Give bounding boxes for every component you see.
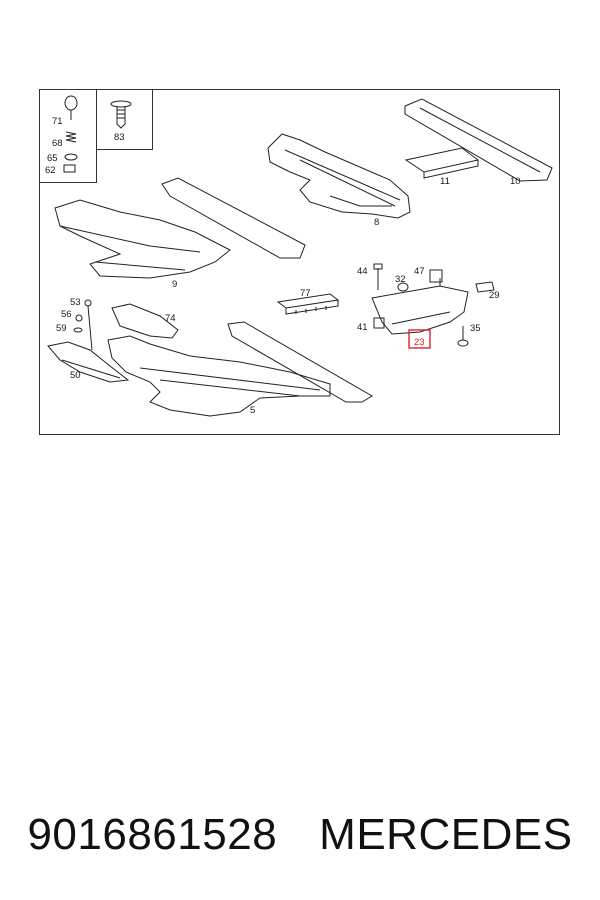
callout-44: 44 bbox=[357, 266, 368, 277]
part-number: 9016861528 bbox=[27, 810, 278, 859]
callout-5: 5 bbox=[250, 405, 255, 416]
part-59-washer bbox=[73, 327, 83, 333]
callout-8: 8 bbox=[374, 217, 379, 228]
callout-11: 11 bbox=[440, 176, 450, 187]
part-56-nut bbox=[75, 314, 83, 322]
callout-74: 74 bbox=[165, 313, 176, 324]
part-32-nut bbox=[397, 282, 409, 292]
callout-65: 65 bbox=[47, 153, 58, 164]
part-23-step-assembly bbox=[371, 278, 469, 335]
callout-68: 68 bbox=[52, 138, 63, 149]
callout-71: 71 bbox=[52, 116, 63, 127]
callout-47: 47 bbox=[414, 266, 425, 277]
part-44-bolt bbox=[373, 263, 383, 290]
part-50-bracket bbox=[47, 341, 130, 383]
callout-35: 35 bbox=[470, 323, 481, 334]
part-11-panel bbox=[404, 147, 480, 179]
callout-77: 77 bbox=[300, 288, 311, 299]
brand-name: MERCEDES bbox=[319, 810, 573, 859]
part-5-floor-assembly bbox=[107, 321, 373, 417]
callout-29: 29 bbox=[489, 290, 500, 301]
part-29-clip bbox=[475, 281, 495, 293]
part-74-cover bbox=[111, 303, 179, 339]
callout-59: 59 bbox=[56, 323, 67, 334]
part-8-floor-assembly bbox=[267, 133, 411, 219]
part-83-clip bbox=[110, 100, 132, 129]
part-53-bolt bbox=[84, 299, 93, 351]
callout-83: 83 bbox=[114, 132, 125, 143]
part-9-floor-assembly bbox=[54, 177, 306, 279]
callout-9: 9 bbox=[172, 279, 177, 290]
part-71-ring-bolt bbox=[64, 95, 78, 120]
callout-62: 62 bbox=[45, 165, 56, 176]
part-68-spring bbox=[65, 131, 77, 143]
callout-23: 23 bbox=[414, 337, 425, 348]
callout-50: 50 bbox=[70, 370, 81, 381]
part-62-nut bbox=[63, 164, 76, 173]
part-77-strip bbox=[276, 293, 340, 315]
callout-41: 41 bbox=[357, 322, 368, 333]
part-65-washer bbox=[64, 153, 78, 161]
part-47-clip bbox=[429, 269, 443, 283]
highlight-box-23 bbox=[408, 329, 431, 349]
callout-10: 10 bbox=[510, 176, 521, 187]
callout-56: 56 bbox=[61, 309, 72, 320]
callout-53: 53 bbox=[70, 297, 81, 308]
callout-32: 32 bbox=[395, 274, 406, 285]
part-41-nut bbox=[373, 317, 385, 329]
part-10-rail bbox=[404, 98, 553, 182]
caption-bar: 9016861528 MERCEDES bbox=[0, 800, 600, 870]
part-35-screw bbox=[457, 326, 469, 347]
